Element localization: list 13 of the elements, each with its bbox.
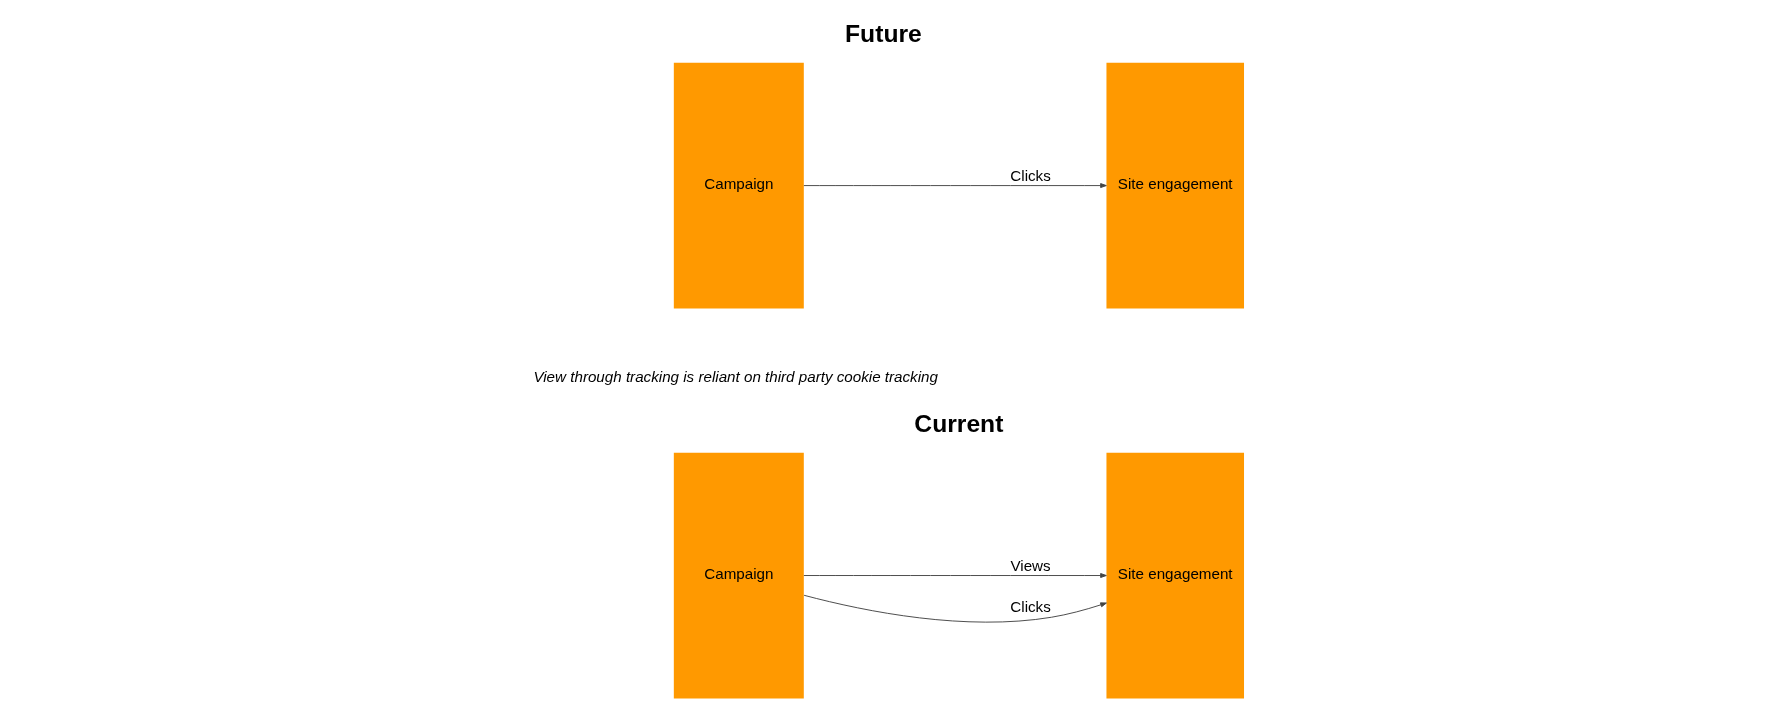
arrow: [803, 183, 1107, 189]
arrow: [803, 594, 1107, 623]
label: Future: [845, 20, 922, 48]
label: Current: [914, 410, 1004, 438]
label: View through tracking is reliant on third party cookie tracking: [533, 367, 938, 385]
node-box: Campaign: [673, 62, 804, 309]
edge-label: Clicks: [1010, 166, 1051, 184]
node-box: Site engagement: [1106, 62, 1245, 309]
node-box: Campaign: [673, 452, 804, 699]
arrow: [803, 573, 1107, 578]
edge-label: Clicks: [1010, 598, 1051, 616]
edge-label: Views: [1010, 556, 1051, 574]
node-box: Site engagement: [1106, 452, 1245, 699]
